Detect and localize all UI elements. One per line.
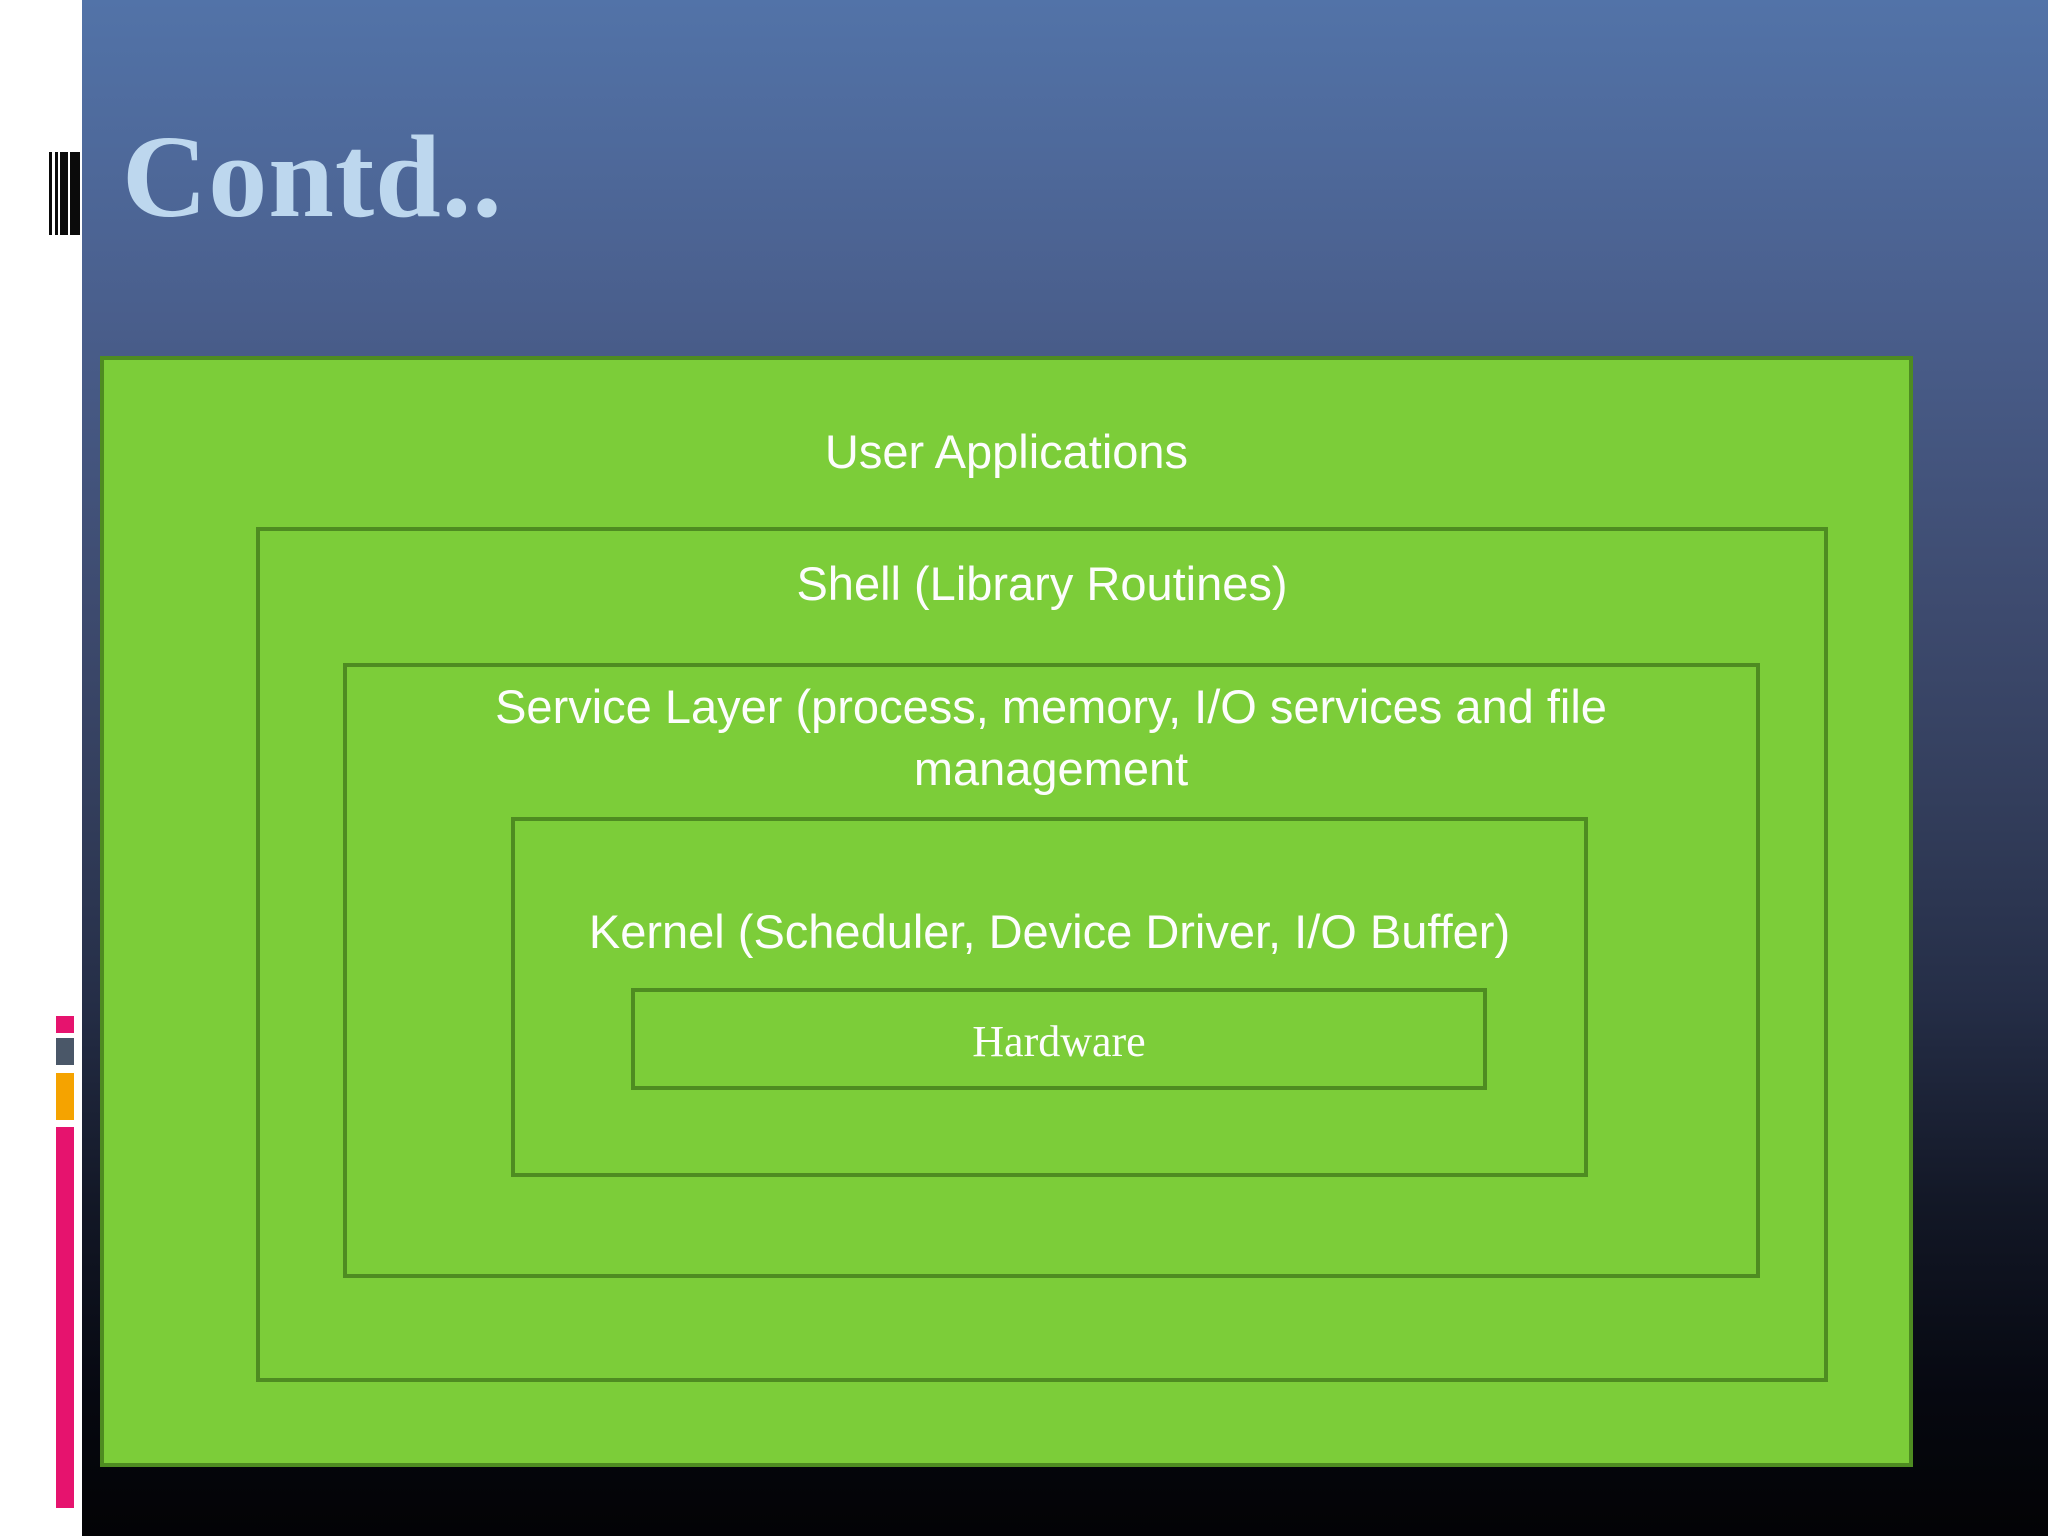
stripe-bar	[70, 152, 80, 235]
decor-slate-square	[56, 1038, 74, 1065]
layer-label-kernel: Kernel (Scheduler, Device Driver, I/O Bu…	[588, 905, 1511, 958]
layer-label-user-applications: User Applications	[824, 425, 1189, 478]
layer-label-hardware: Hardware	[972, 1017, 1146, 1066]
stripes-icon	[49, 152, 80, 235]
slide-title: Contd..	[122, 111, 503, 242]
layer-label-service-layer: Service Layer (process, memory, I/O serv…	[495, 680, 1607, 795]
decor-pink-square	[56, 1016, 74, 1033]
layer-label-shell: Shell (Library Routines)	[796, 557, 1288, 610]
stripe-bar	[49, 152, 52, 235]
decor-amber-square	[56, 1073, 74, 1120]
stripe-bar	[60, 152, 68, 235]
stripe-bar	[55, 152, 58, 235]
decor-pink-bar	[56, 1127, 74, 1508]
layer-box-hardware	[631, 988, 1487, 1090]
